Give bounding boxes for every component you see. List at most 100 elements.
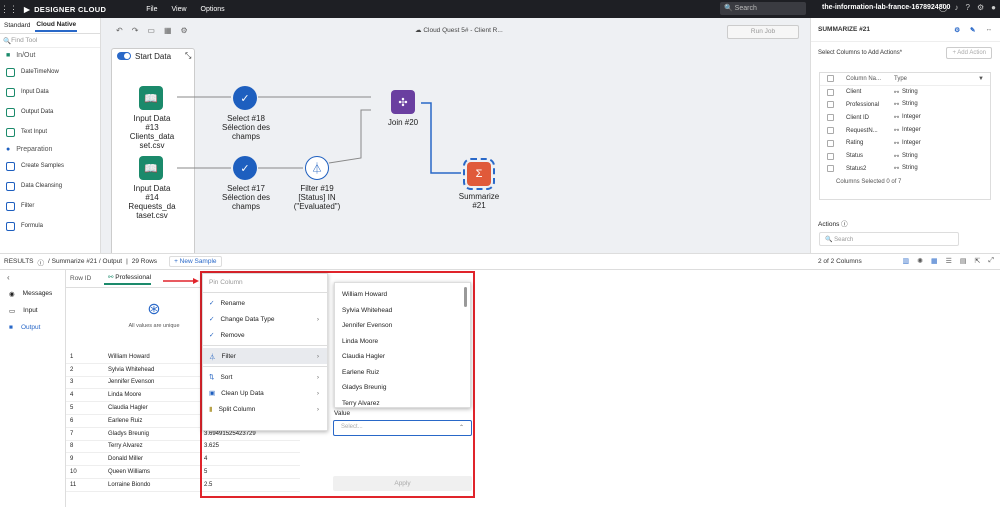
help-icon[interactable]: ? — [965, 3, 970, 12]
category-preparation[interactable]: ●Preparation — [6, 145, 53, 153]
select-all-checkbox[interactable] — [827, 75, 834, 83]
comment-icon[interactable]: ▭ — [147, 26, 155, 35]
value-option[interactable]: Sylvia Whitehead — [342, 306, 393, 314]
grid-view-icon[interactable]: ▦ — [930, 258, 938, 265]
filter-19-node[interactable]: ⏃ — [305, 156, 329, 180]
app-grid-icon[interactable]: ⋮⋮ — [0, 3, 18, 14]
table-row[interactable]: 7 Gladys Breunig 3.69491525423729 — [66, 428, 300, 441]
start-data-container[interactable] — [111, 48, 195, 258]
tool-text-input[interactable]: Text Input — [0, 122, 100, 142]
tool-create-samples[interactable]: Create Samples — [0, 156, 100, 176]
gear-icon[interactable]: ⚙ — [954, 26, 961, 34]
tool-filter[interactable]: Filter — [0, 196, 100, 216]
menu-filter[interactable]: ⏃Filter› — [203, 348, 327, 364]
chart-icon[interactable]: ▥ — [902, 258, 910, 265]
columns-view-icon[interactable]: ▤ — [959, 258, 967, 265]
column-checkbox[interactable] — [827, 88, 834, 96]
table-row[interactable]: 1 William Howard — [66, 351, 300, 364]
expand-icon[interactable]: ↔ — [985, 25, 993, 33]
column-checkbox[interactable] — [827, 165, 834, 173]
start-data-toggle[interactable] — [117, 52, 131, 60]
input-data-14-node[interactable]: 📖 — [139, 156, 163, 180]
value-option[interactable]: Jennifer Evenson — [342, 322, 393, 330]
tool-formula[interactable]: Formula — [0, 216, 100, 236]
tool-input-data[interactable]: Input Data — [0, 82, 100, 102]
column-checkbox[interactable] — [827, 101, 834, 109]
column-checkbox[interactable] — [827, 114, 834, 122]
menu-view[interactable]: View — [171, 5, 187, 13]
table-row[interactable]: 10 Queen Williams 5 — [66, 466, 300, 479]
add-action-button[interactable]: + Add Action — [946, 47, 992, 59]
column-row[interactable]: Professional ⚯String — [820, 99, 990, 112]
nav-output[interactable]: ■Output — [9, 324, 41, 331]
bell-icon[interactable]: ♪ — [954, 3, 959, 12]
fullscreen-icon[interactable]: ⤢ — [988, 257, 994, 264]
export-icon[interactable]: ⇱ — [974, 258, 981, 265]
value-option[interactable]: Claudia Hagler — [342, 353, 385, 361]
value-select[interactable]: Select...⌃ — [333, 420, 472, 436]
menu-file[interactable]: File — [146, 5, 158, 13]
table-row[interactable]: 3 Jennifer Evenson — [66, 377, 300, 390]
column-checkbox[interactable] — [827, 127, 834, 135]
input-data-13-node[interactable]: 📖 — [139, 86, 163, 110]
wrench-icon[interactable]: ✎ — [970, 26, 976, 34]
column-row[interactable]: RequestN... ⚯Integer — [820, 124, 990, 137]
column-row[interactable]: Client ⚯String — [820, 86, 990, 99]
global-search-input[interactable]: 🔍 Search — [720, 2, 806, 15]
scrollbar[interactable] — [464, 287, 467, 307]
apply-button[interactable]: Apply — [333, 476, 472, 491]
tool-datetimenow[interactable]: DateTimeNow — [0, 62, 100, 82]
menu-change-type[interactable]: ✓Change Data Type› — [209, 315, 319, 324]
workspace-name[interactable]: the-information-lab-france-1678924800 — [822, 4, 951, 11]
menu-options[interactable]: Options — [200, 5, 225, 13]
menu-split-column[interactable]: ▮Split Column› — [209, 405, 319, 414]
value-option[interactable]: Terry Alvarez — [342, 399, 380, 407]
tab-cloud-native[interactable]: Cloud Native — [35, 19, 78, 32]
list-view-icon[interactable]: ☰ — [945, 258, 952, 265]
summarize-21-node[interactable]: Σ — [463, 158, 495, 190]
redo-icon[interactable]: ↷ — [131, 26, 139, 35]
category-inout[interactable]: ■In/Out — [6, 51, 36, 59]
gear-icon[interactable]: ⚙ — [976, 3, 985, 12]
table-row[interactable]: 5 Claudia Hagler — [66, 402, 300, 415]
column-row[interactable]: Client ID ⚯Integer — [820, 111, 990, 124]
column-checkbox[interactable] — [827, 152, 834, 160]
collapse-icon[interactable]: ⤡ — [185, 51, 192, 60]
nav-messages[interactable]: ◉Messages — [9, 290, 53, 298]
professional-header[interactable]: ⚯ Professional — [104, 273, 152, 285]
undo-icon[interactable]: ↶ — [116, 26, 123, 35]
table-row[interactable]: 11 Lorraine Biondo 2.5 — [66, 479, 300, 492]
nav-input[interactable]: ▭Input — [9, 307, 38, 315]
collapse-chevron-icon[interactable]: ‹ — [7, 273, 10, 282]
table-row[interactable]: 2 Sylvia Whitehead — [66, 364, 300, 377]
value-option[interactable]: William Howard — [342, 291, 388, 299]
select-17-node[interactable]: ✓ — [233, 156, 257, 180]
join-20-node[interactable]: ✣ — [391, 90, 415, 114]
menu-rename[interactable]: ✓Rename — [209, 299, 246, 308]
run-job-button[interactable]: Run Job — [727, 25, 799, 39]
column-checkbox[interactable] — [827, 139, 834, 147]
tab-standard[interactable]: Standard — [4, 22, 31, 29]
value-option[interactable]: Linda Moore — [342, 337, 379, 345]
menu-pin-column[interactable]: Pin Column — [209, 278, 243, 286]
menu-sort[interactable]: ⇅Sort› — [209, 373, 319, 382]
actions-search-input[interactable]: 🔍 Search — [819, 232, 959, 246]
column-row[interactable]: Status2 ⚯String — [820, 163, 990, 176]
workflow-canvas[interactable]: ↶ ↷ ▭ ▦ ⚙ ☁ Cloud Quest 5# - Client R...… — [101, 18, 810, 258]
columns-count-select[interactable]: 2 of 2 Columns — [818, 258, 862, 265]
value-option[interactable]: Earlene Ruiz — [342, 368, 380, 376]
table-row[interactable]: 4 Linda Moore — [66, 389, 300, 403]
menu-remove[interactable]: ✓Remove — [209, 331, 245, 340]
find-tool-input[interactable]: 🔍 Find Tool — [0, 34, 100, 48]
column-row[interactable]: Rating ⚯Integer — [820, 137, 990, 150]
table-icon[interactable]: ▦ — [163, 26, 172, 35]
column-row[interactable]: Status ⚯String — [820, 150, 990, 163]
table-row[interactable]: 8 Terry Alvarez 3.625 — [66, 441, 300, 454]
new-sample-button[interactable]: + New Sample — [169, 256, 222, 267]
table-row[interactable]: 6 Earlene Ruiz — [66, 415, 300, 428]
user-icon[interactable]: ● — [991, 3, 996, 12]
table-row[interactable]: 9 Donald Miller 4 — [66, 453, 300, 467]
filter-icon[interactable]: ▼ — [978, 75, 984, 82]
select-18-node[interactable]: ✓ — [233, 86, 257, 110]
menu-clean-up[interactable]: ▣Clean Up Data› — [209, 389, 319, 398]
